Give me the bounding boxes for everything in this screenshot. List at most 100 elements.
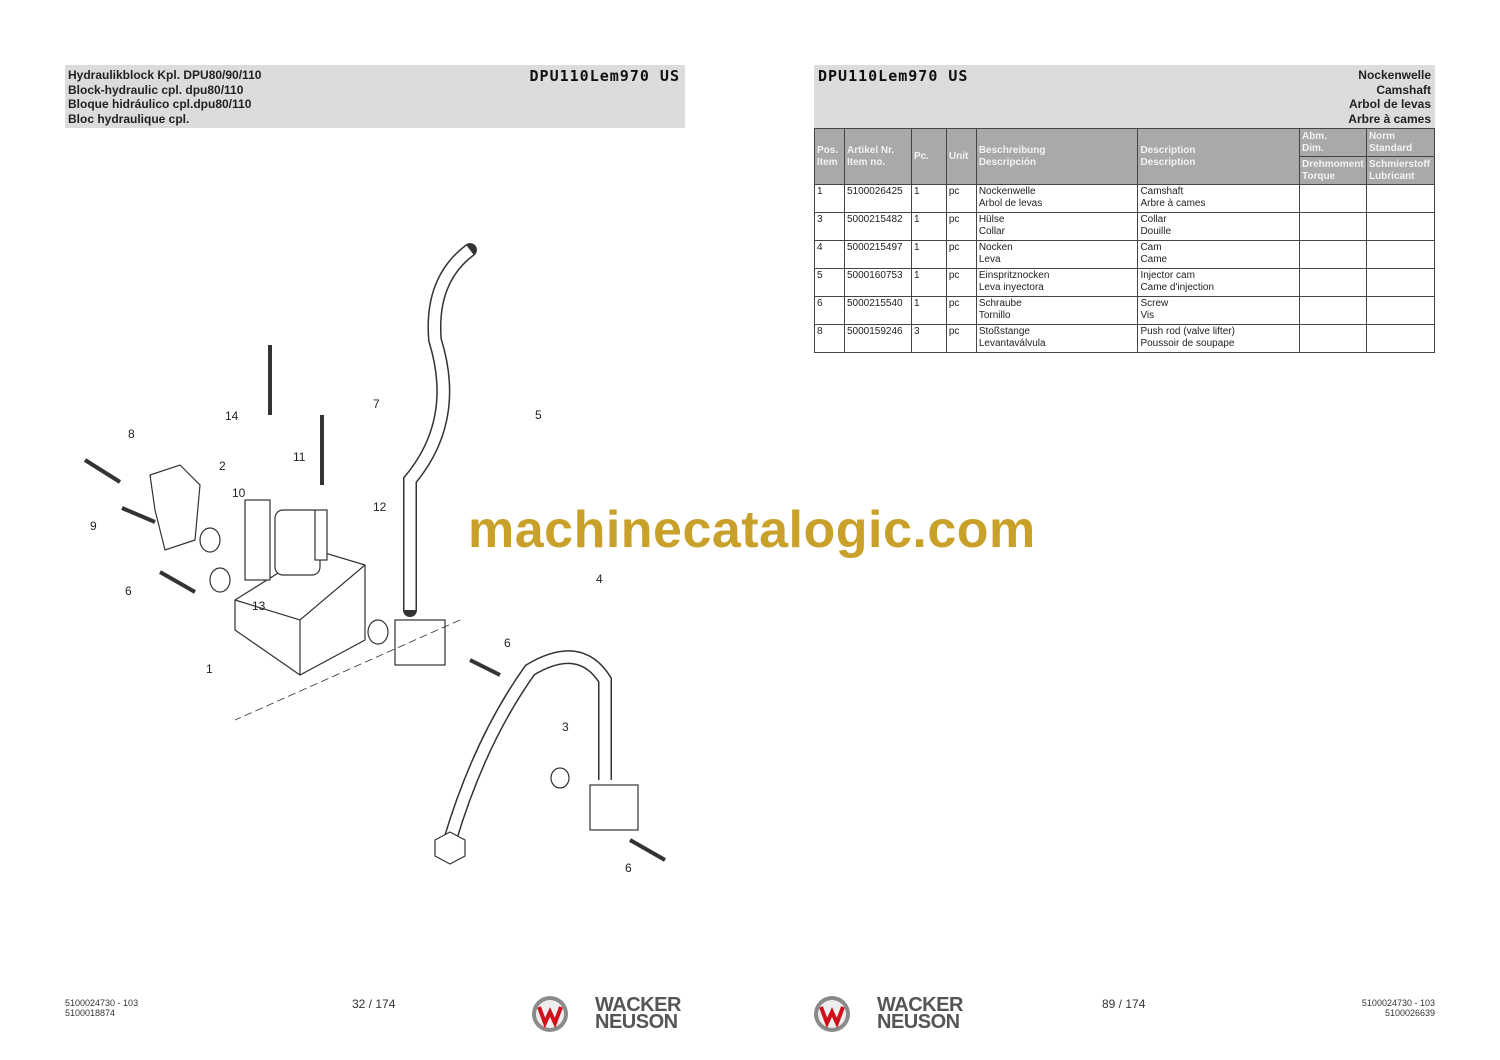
header-line: Block-hydraulic cpl. dpu80/110 (68, 82, 244, 97)
left-page-number: 32 / 174 (352, 997, 396, 1011)
cell-pos: 1 (814, 184, 845, 213)
cell-item-no: 5000215497 (843, 240, 912, 269)
cell-item-no: 5100026425 (843, 184, 912, 213)
callout-label: 6 (504, 636, 511, 650)
header-line: Bloc hydraulique cpl. (68, 111, 190, 126)
cell-norm (1365, 240, 1436, 269)
cell-dim (1298, 296, 1367, 325)
cell-unit: pc (945, 296, 977, 325)
cell-pc: 3 (910, 324, 947, 353)
title-fr: Arbre à cames (1348, 111, 1431, 126)
cell-pos: 5 (814, 268, 845, 297)
cell-pc: 1 (910, 268, 947, 297)
callout-label: 14 (225, 409, 239, 423)
cell-dim (1298, 184, 1367, 213)
wacker-neuson-logo-icon (532, 996, 568, 1032)
cell-pc: 1 (910, 296, 947, 325)
callout-label: 6 (125, 584, 132, 598)
cell-norm (1365, 212, 1436, 241)
callout-label: 13 (252, 599, 266, 613)
cell-norm (1365, 268, 1436, 297)
cell-norm (1365, 324, 1436, 353)
wacker-neuson-logo-icon (814, 996, 850, 1032)
title-en: Camshaft (1376, 82, 1431, 97)
callout-label: 6 (625, 861, 632, 875)
title-es: Arbol de levas (1348, 97, 1431, 111)
cell-pc: 1 (910, 212, 947, 241)
model-label: DPU110Lem970 US (818, 67, 969, 85)
cell-pos: 4 (814, 240, 845, 269)
cell-norm (1365, 184, 1436, 213)
callout-label: 1 (206, 662, 213, 676)
cell-pc: 1 (910, 184, 947, 213)
cell-unit: pc (945, 212, 977, 241)
header-line: Hydraulikblock Kpl. DPU80/90/110 (68, 68, 262, 82)
callout-label: 11 (293, 450, 306, 464)
cell-dim (1298, 212, 1367, 241)
cell-unit: pc (945, 184, 977, 213)
callout-label: 5 (535, 408, 542, 422)
right-page-number: 89 / 174 (1102, 997, 1146, 1011)
cell-dim (1298, 268, 1367, 297)
cell-item-no: 5000160753 (843, 268, 912, 297)
cell-unit: pc (945, 268, 977, 297)
cell-item-no: 5000215482 (843, 212, 912, 241)
left-page-header: Hydraulikblock Kpl. DPU80/90/110 Block-h… (65, 65, 685, 128)
cell-pos: 8 (814, 324, 845, 353)
callout-label: 4 (596, 572, 603, 586)
cell-item-no: 5000215540 (843, 296, 912, 325)
callout-label: 7 (373, 397, 380, 411)
watermark: machinecatalogic.com (468, 501, 1036, 559)
parts-table: Pos.Item Artikel Nr.Item no. Pc. Unit Be… (814, 128, 1436, 353)
col-pc: Pc. (910, 128, 947, 185)
right-page-header: DPU110Lem970 US Nockenwelle Camshaft Arb… (814, 65, 1435, 128)
cell-item-no: 5000159246 (843, 324, 912, 353)
cell-dim (1298, 240, 1367, 269)
header-line: Bloque hidráulico cpl.dpu80/110 (68, 97, 252, 111)
col-unit: Unit (945, 128, 977, 185)
callout-label: 3 (562, 720, 569, 734)
title-de: Nockenwelle (1358, 68, 1431, 82)
cell-unit: pc (945, 324, 977, 353)
cell-pc: 1 (910, 240, 947, 269)
cell-pos: 6 (814, 296, 845, 325)
cell-unit: pc (945, 240, 977, 269)
col-abm: Abm.Dim. (1298, 128, 1367, 157)
col-pos: Pos.Item (814, 128, 845, 185)
section-titles: Nockenwelle Camshaft Arbol de levas Arbr… (1348, 68, 1431, 126)
col-artikel: Artikel Nr.Item no. (843, 128, 912, 185)
cell-norm (1365, 296, 1436, 325)
cell-pos: 3 (814, 212, 845, 241)
cell-dim (1298, 324, 1367, 353)
callout-label: 12 (373, 500, 387, 514)
cell-desc-en-fr: Push rod (valve lifter)Poussoir de soupa… (1137, 324, 1300, 353)
model-label: DPU110Lem970 US (529, 67, 680, 85)
